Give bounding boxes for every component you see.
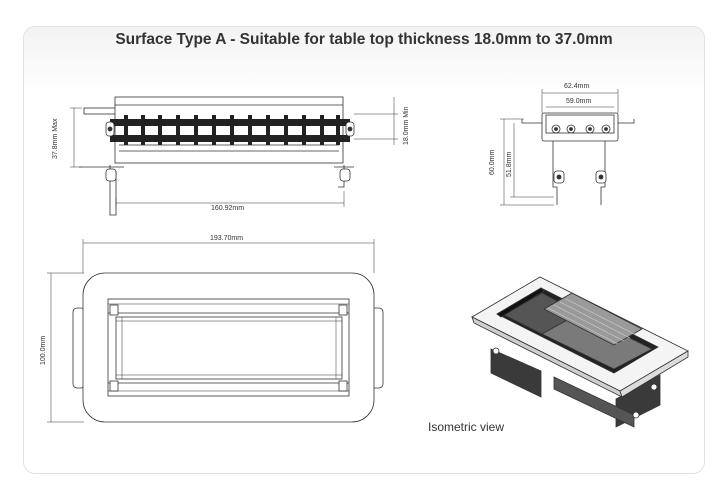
dim-end-inner: 59.0mm	[566, 98, 591, 105]
dim-top-width: 193.70mm	[210, 235, 243, 242]
dim-top-height: 100.0mm	[40, 336, 47, 365]
technical-drawing: 37.8mm Max 18.0mm Min 160.92mm	[40, 83, 689, 428]
drawing-panel: Surface Type A - Suitable for table top …	[23, 26, 705, 474]
title-bar: Surface Type A - Suitable for table top …	[24, 27, 704, 93]
top-view	[47, 239, 384, 423]
dim-end-height-outer: 60.0mm	[489, 150, 496, 175]
isometric-view	[471, 276, 689, 428]
dim-min-thickness: 18.0mm Min	[403, 106, 410, 145]
dim-end-height-inner: 51.8mm	[506, 152, 513, 177]
dim-max-thickness: 37.8mm Max	[52, 118, 59, 159]
dim-end-outer: 62.4mm	[564, 83, 589, 90]
page-title: Surface Type A - Suitable for table top …	[115, 31, 613, 48]
end-view	[500, 89, 635, 206]
isometric-caption: Isometric view	[428, 420, 505, 434]
side-view	[70, 96, 398, 216]
dim-side-width: 160.92mm	[211, 205, 244, 212]
